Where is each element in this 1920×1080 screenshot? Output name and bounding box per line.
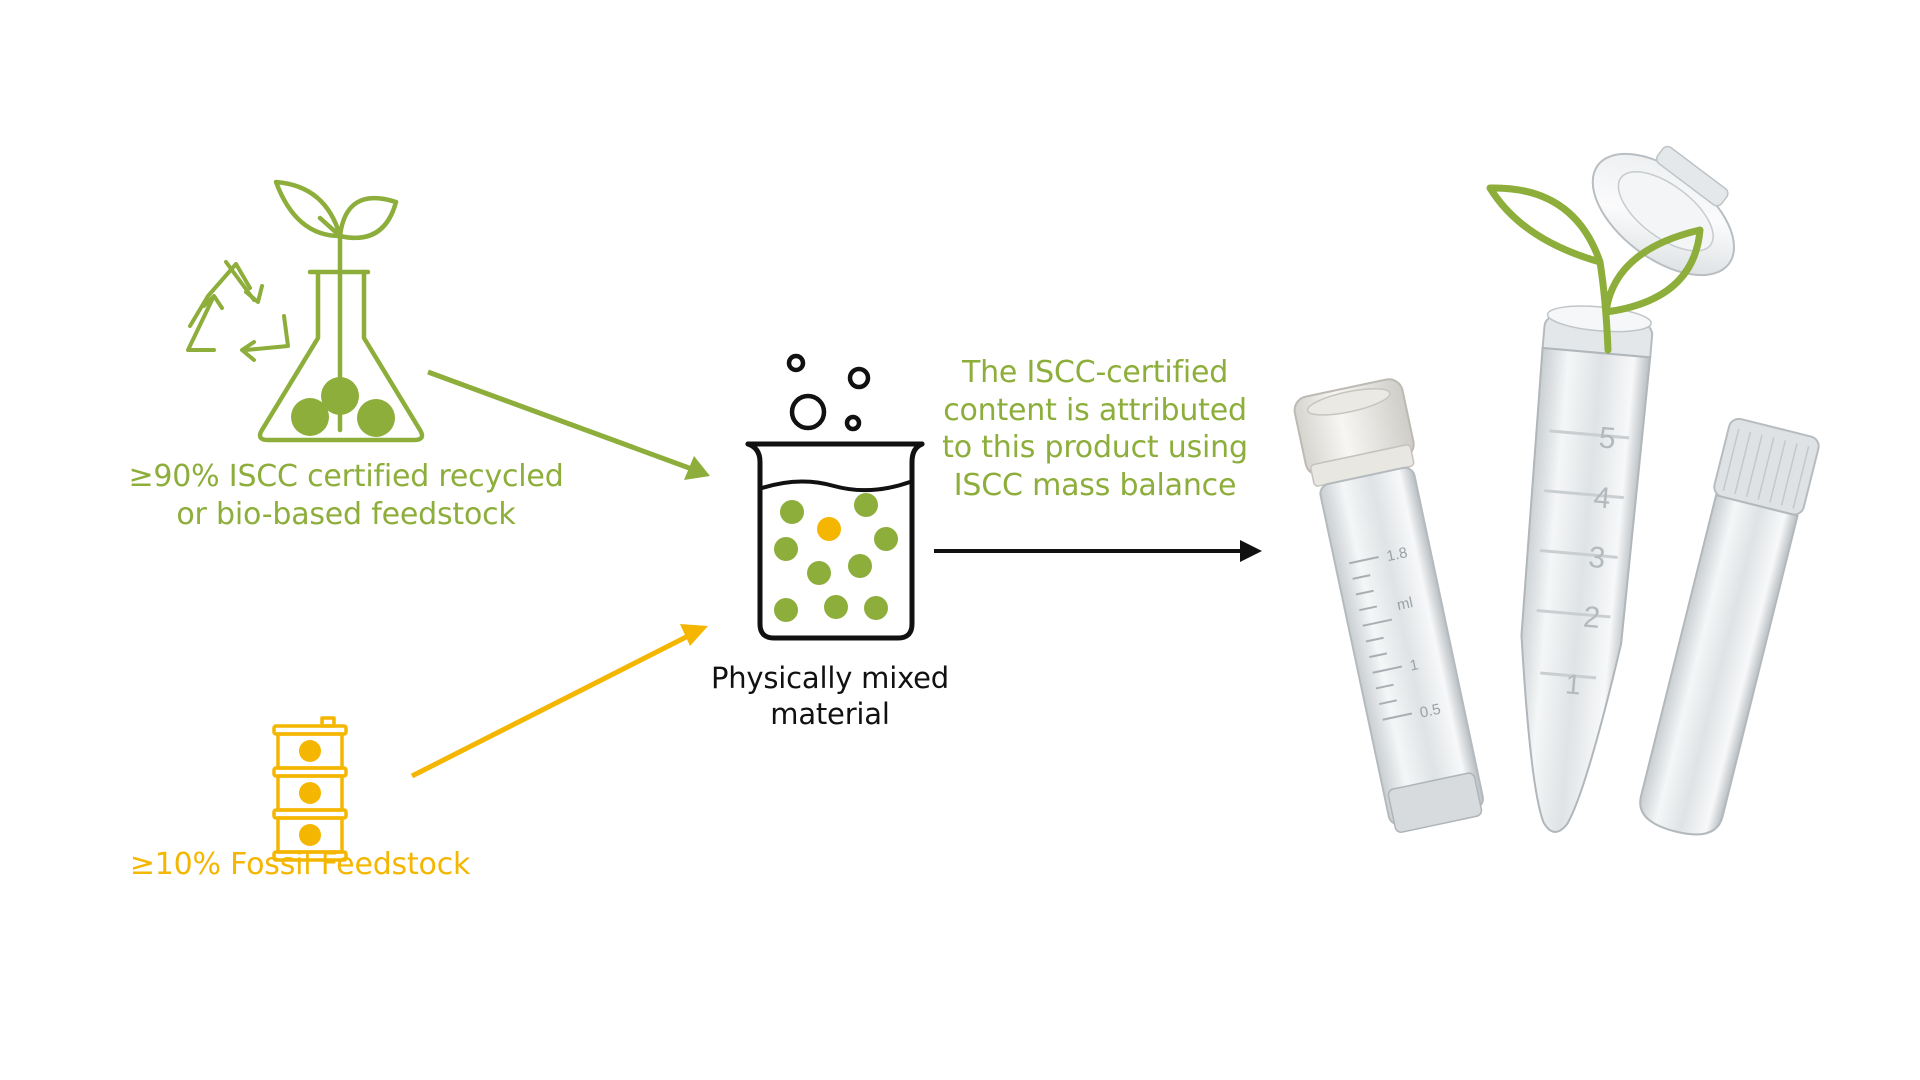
attribution-line-3: to this product using bbox=[942, 430, 1248, 465]
attribution-line-1: The ISCC-certified bbox=[961, 355, 1229, 390]
recycled-feedstock-label: ≥90% ISCC certified recycled or bio-base… bbox=[96, 458, 596, 533]
arrow-recycled-to-mix bbox=[427, 369, 710, 480]
mixed-label-line-1: Physically mixed bbox=[710, 661, 950, 695]
recycle-icon bbox=[186, 260, 290, 362]
beaker-pellets bbox=[774, 493, 898, 622]
sprout-icon bbox=[1486, 184, 1704, 354]
microcentrifuge-tube-icon: 5 4 3 2 1 bbox=[1520, 145, 1736, 833]
mass-balance-attribution-label: The ISCC-certified content is attributed… bbox=[910, 354, 1280, 504]
micro-mark-1: 1 bbox=[1564, 668, 1582, 700]
cryo-mark-3: 1 bbox=[1408, 656, 1420, 674]
barrel-contents bbox=[299, 740, 321, 846]
micro-mark-3: 3 bbox=[1587, 541, 1607, 575]
micro-mark-5: 5 bbox=[1598, 421, 1618, 455]
bubbles bbox=[786, 353, 871, 432]
beaker-icon bbox=[745, 441, 925, 641]
fossil-feedstock-label: ≥10% Fossil Feedstock bbox=[60, 846, 540, 884]
cryo-tube-icon: 1.8 ml 1 0.5 bbox=[1293, 378, 1484, 833]
mixed-label-line-2: material bbox=[770, 697, 890, 732]
mixed-material-label: Physically mixed material bbox=[680, 660, 980, 733]
cryo-mark-1: 1.8 bbox=[1385, 544, 1409, 565]
cryo-mark-4: 0.5 bbox=[1418, 701, 1442, 722]
attribution-line-4: ISCC mass balance bbox=[953, 467, 1237, 503]
flask-pellets bbox=[291, 377, 395, 437]
fossil-label-line-1: ≥10% Fossil Feedstock bbox=[129, 847, 471, 882]
micro-mark-4: 4 bbox=[1592, 481, 1612, 515]
attribution-line-2: content is attributed bbox=[943, 392, 1247, 428]
arrow-mix-to-product bbox=[934, 540, 1262, 562]
micro-mark-2: 2 bbox=[1582, 601, 1602, 635]
screw-tube-icon bbox=[1639, 417, 1820, 836]
recycled-label-line-1: ≥90% ISCC certified recycled bbox=[128, 459, 564, 494]
recycled-label-line-2: or bio-based feedstock bbox=[176, 496, 516, 532]
arrow-fossil-to-mix bbox=[410, 624, 708, 779]
cryo-mark-2: ml bbox=[1395, 594, 1414, 614]
oil-barrel-icon bbox=[272, 716, 348, 862]
